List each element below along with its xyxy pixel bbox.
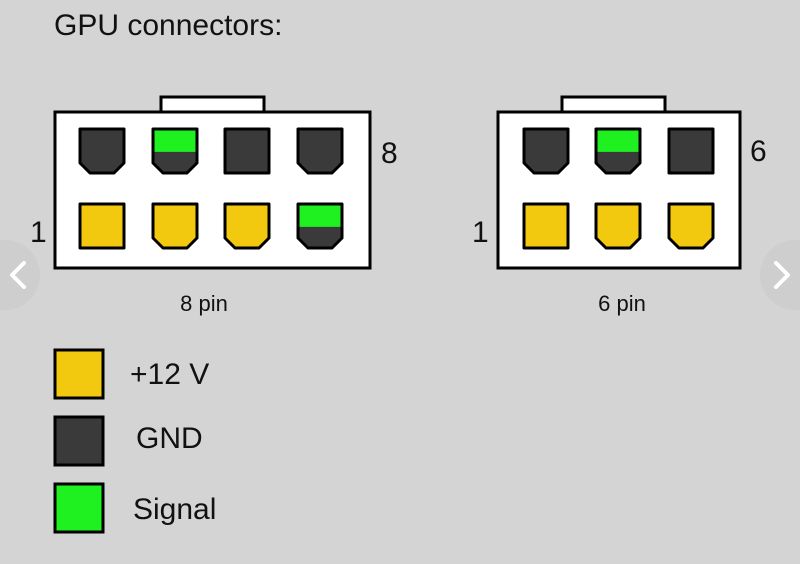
connector-caption: 6 pin bbox=[598, 291, 646, 316]
pin-signal-gnd bbox=[151, 127, 199, 175]
pin-number-first: 1 bbox=[472, 216, 489, 249]
connector-caption: 8 pin bbox=[180, 291, 228, 316]
pin-v12 bbox=[667, 202, 715, 250]
legend-swatch-signal bbox=[53, 482, 105, 534]
pin-gnd bbox=[223, 127, 271, 175]
pin-signal-gnd bbox=[594, 127, 642, 175]
legend-swatch-12v bbox=[53, 348, 105, 400]
pin-number-first: 1 bbox=[30, 216, 47, 249]
pin-v12 bbox=[522, 202, 570, 250]
pin-signal-gnd bbox=[296, 202, 344, 250]
connector-6pin: 6 1 6 pin bbox=[472, 95, 767, 316]
pin-gnd bbox=[522, 127, 570, 175]
pin-gnd bbox=[78, 127, 126, 175]
connector-8pin: 8 1 8 pin bbox=[30, 95, 398, 316]
legend: +12 V GND Signal bbox=[53, 348, 216, 534]
legend-swatch-gnd bbox=[53, 415, 105, 467]
pin-v12 bbox=[78, 202, 126, 250]
legend-label-signal: Signal bbox=[133, 493, 216, 526]
pin-number-last: 6 bbox=[750, 135, 767, 168]
pin-grid bbox=[522, 127, 715, 250]
pin-grid bbox=[78, 127, 344, 250]
pin-gnd bbox=[296, 127, 344, 175]
pin-number-last: 8 bbox=[381, 137, 398, 170]
page-title: GPU connectors: bbox=[54, 9, 282, 42]
pin-v12 bbox=[223, 202, 271, 250]
chevron-left-icon bbox=[10, 261, 26, 289]
pin-gnd bbox=[667, 127, 715, 175]
legend-label-12v: +12 V bbox=[130, 358, 209, 391]
pin-v12 bbox=[151, 202, 199, 250]
legend-label-gnd: GND bbox=[136, 422, 203, 455]
pin-v12 bbox=[594, 202, 642, 250]
chevron-right-icon bbox=[774, 261, 790, 289]
